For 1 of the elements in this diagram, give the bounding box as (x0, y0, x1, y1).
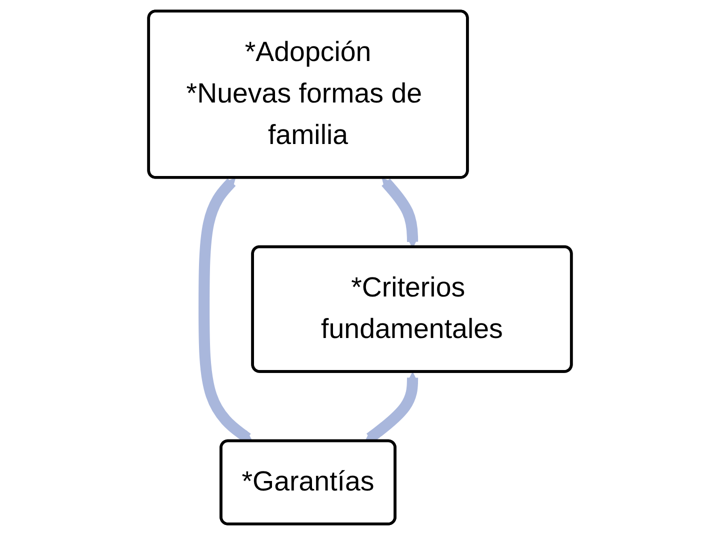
arrow (382, 178, 419, 248)
